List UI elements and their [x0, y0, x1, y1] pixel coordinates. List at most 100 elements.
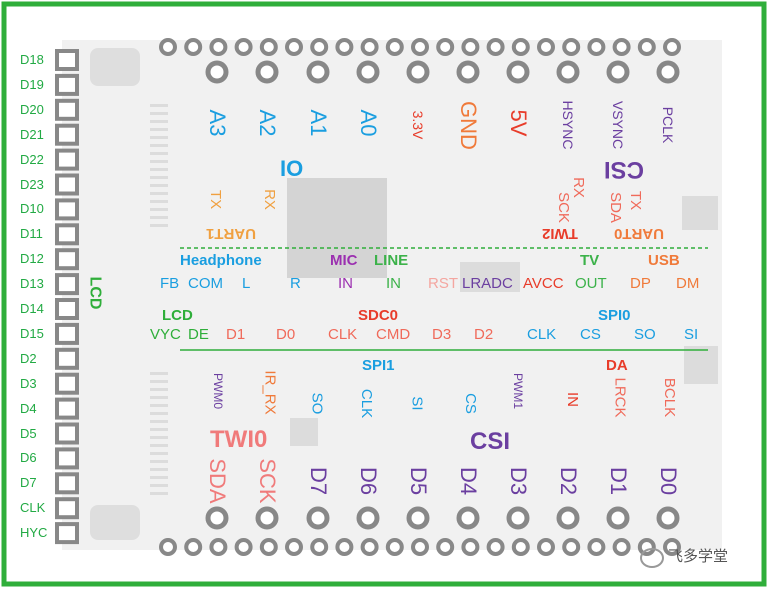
- label-tx: TX: [207, 189, 225, 210]
- left-pin-pad: [55, 497, 79, 520]
- left-pin-label: D5: [20, 425, 37, 441]
- header-ring-bottom: [159, 538, 177, 556]
- header-ring-top: [335, 38, 354, 56]
- pad-right-bottom: [684, 346, 718, 384]
- bottom-pin-label: SDA: [205, 458, 230, 504]
- label-si-spi1: SI: [408, 396, 426, 411]
- header-ring-bottom: [259, 538, 278, 556]
- header-pad-top: [656, 60, 680, 84]
- label-headphone: Headphone: [180, 252, 262, 269]
- header-ring-top: [436, 38, 455, 56]
- header-ring-top: [411, 38, 429, 56]
- header-pad-bottom: [506, 506, 530, 530]
- left-pin-label: D7: [20, 475, 37, 491]
- header-pad-top: [456, 60, 480, 84]
- left-pin-label: D12: [20, 251, 44, 267]
- label-csi-bottom: CSI: [470, 428, 511, 455]
- left-pin-label: D18: [20, 52, 44, 67]
- bottom-pin-label: D7: [306, 466, 331, 496]
- header-ring-bottom: [663, 538, 681, 556]
- label-sck: SCK: [554, 192, 572, 223]
- header-pad-bottom: [306, 506, 330, 530]
- left-pin-label: D10: [20, 201, 44, 217]
- left-pin-pad: [55, 148, 79, 171]
- header-pad-bottom: [556, 506, 580, 530]
- left-pin-label: D13: [20, 276, 44, 292]
- left-pin-label: D2: [20, 350, 37, 366]
- header-ring-bottom: [461, 538, 480, 556]
- header-ring-top: [184, 38, 203, 56]
- header-ring-top: [511, 38, 530, 56]
- header-pad-bottom: [406, 506, 430, 530]
- header-pad-top: [506, 60, 530, 84]
- header-pad-bottom: [356, 506, 380, 530]
- left-pin-label: HYC: [20, 525, 48, 541]
- label-so-spi1: SO: [308, 392, 326, 415]
- label-clk: CLK: [328, 326, 358, 343]
- label-rx2: RX: [569, 177, 587, 198]
- header-pad-top: [306, 60, 330, 84]
- header-pad-top: [205, 60, 229, 84]
- label-tx2: TX: [627, 190, 645, 211]
- label-rx: RX: [260, 189, 278, 210]
- lcd-side-label: LCD: [86, 276, 104, 310]
- header-ring-bottom: [209, 538, 228, 556]
- left-pin-pad: [55, 123, 79, 146]
- label-in-line: IN: [386, 275, 401, 292]
- header-ring-bottom: [612, 538, 631, 556]
- header-pad-bottom: [205, 506, 229, 530]
- header-ring-top: [612, 38, 631, 56]
- watermark-text: 飞多学堂: [668, 548, 729, 565]
- left-pin-label: D3: [20, 375, 37, 391]
- left-pin-pad: [55, 347, 79, 370]
- header-ring-top: [285, 38, 303, 56]
- bottom-pin-label: D3: [506, 466, 531, 496]
- label-da: DA: [606, 357, 628, 374]
- left-pin-pad: [55, 49, 79, 71]
- header-ring-bottom: [360, 538, 379, 556]
- left-pin-label: D19: [20, 76, 44, 92]
- left-pin-pad: [55, 322, 79, 345]
- label-lrck: LRCK: [611, 377, 629, 418]
- left-pin-label: D23: [20, 176, 44, 192]
- header-ring-top: [234, 38, 253, 56]
- label-d2: D2: [474, 326, 494, 343]
- top-pin-label: A2: [255, 109, 280, 137]
- header-ring-top: [159, 38, 177, 56]
- label-out: OUT: [575, 275, 607, 292]
- label-rst: RST: [428, 275, 458, 292]
- left-pin-pad: [55, 198, 79, 221]
- label-mic: MIC: [330, 252, 358, 269]
- header-ring-top: [637, 38, 656, 56]
- bottom-pin-label: D0: [656, 466, 681, 496]
- label-lcd2: LCD: [162, 307, 193, 324]
- label-line: LINE: [374, 252, 409, 269]
- header-ring-bottom: [335, 538, 354, 556]
- left-pin-label: CLK: [20, 500, 46, 516]
- label-si: SI: [684, 326, 699, 343]
- header-ring-top: [587, 38, 606, 56]
- left-pin-label: D4: [20, 400, 37, 416]
- pad-right-top: [682, 196, 718, 230]
- top-pin-label: HSYNC: [560, 100, 576, 150]
- header-ring-top: [209, 38, 228, 56]
- header-ring-bottom: [486, 538, 505, 556]
- bottom-pin-label: D1: [606, 466, 631, 496]
- left-pin-label: D15: [20, 325, 44, 341]
- bottom-pin-label: D6: [356, 466, 381, 496]
- left-pin-label: D20: [20, 101, 44, 117]
- top-pin-label: 5V: [506, 109, 531, 137]
- label-r: R: [290, 275, 301, 292]
- top-pin-label: GND: [456, 101, 481, 150]
- left-pin-pad: [55, 522, 79, 545]
- top-pin-label: A0: [356, 109, 381, 137]
- left-pin-pad: [55, 372, 79, 395]
- label-com: COM: [188, 275, 223, 292]
- left-pin-label: D14: [20, 301, 44, 316]
- label-spi0: SPI0: [598, 307, 631, 324]
- label-sda: SDA: [606, 192, 624, 223]
- header-ring-bottom: [411, 538, 429, 556]
- watermark-icon: [640, 548, 664, 568]
